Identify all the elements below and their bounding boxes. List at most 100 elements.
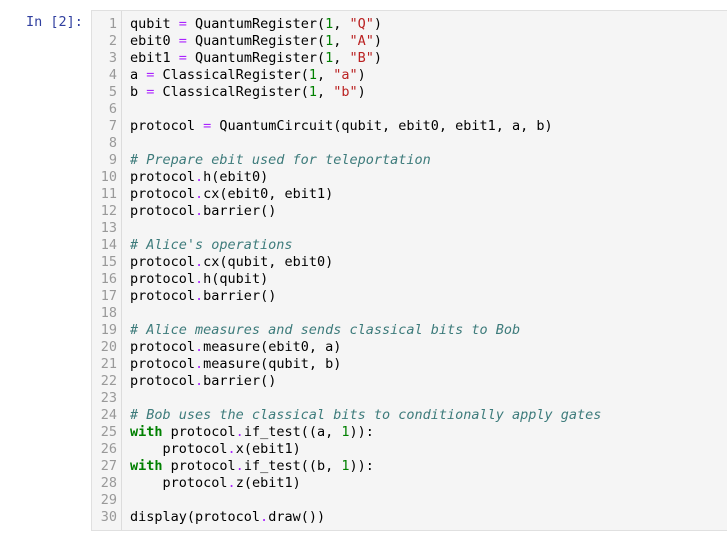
code-text: display(protocol.draw()) [130,509,325,526]
line-number: 8 [108,135,117,151]
code-token: ) [373,50,383,66]
code-token: protocol [130,254,196,270]
line-number: 9 [108,152,117,168]
code-token: # Alice's operations [130,237,293,253]
code-text: # Alice's operations [130,237,293,254]
code-text: a = ClassicalRegister(1, "a") [130,67,366,84]
code-text: protocol.z(ebit1) [130,475,301,492]
code-token: . [195,203,204,219]
code-line: 9# Prepare ebit used for teleportation [92,152,727,169]
code-token: x(ebit1) [235,441,301,457]
code-text: protocol.h(qubit) [130,271,268,288]
code-token: protocol [130,203,196,219]
code-text: # Alice measures and sends classical bit… [130,322,520,339]
code-line: 26 protocol.x(ebit1) [92,441,727,458]
code-token: measure(qubit, b) [203,356,342,372]
code-token: = [146,67,155,83]
code-token: protocol [130,169,196,185]
line-number: 30 [100,509,117,525]
code-token: ) [357,84,366,100]
code-line: 30 display(protocol.draw()) [92,509,727,526]
code-token: ebit1 [130,50,179,66]
code-token: . [195,373,204,389]
code-line: 24# Bob uses the classical bits to condi… [92,407,727,424]
code-token: . [227,475,236,491]
code-token: 1 [325,16,334,32]
code-text: protocol.measure(ebit0, a) [130,339,341,356]
code-token: protocol [130,373,196,389]
code-token: = [178,50,187,66]
code-token: barrier() [203,203,277,219]
code-line: 18 [92,305,727,322]
code-token: z(ebit1) [235,475,301,491]
code-token: 1 [341,424,350,440]
code-token: with [130,458,163,474]
line-number: 28 [100,475,117,491]
code-token: , [333,50,350,66]
code-token: QuantumRegister( [186,50,326,66]
code-text: b = ClassicalRegister(1, "b") [130,84,366,101]
line-number-gutter [92,11,122,530]
code-line: 29 [92,492,727,509]
code-token: , [316,67,334,83]
code-token: protocol [130,118,204,134]
code-token: . [195,288,204,304]
code-text: protocol.x(ebit1) [130,441,301,458]
code-text: protocol.barrier() [130,373,276,390]
code-token: QuantumRegister( [186,16,326,32]
code-token: )): [349,458,374,474]
line-number: 27 [100,458,117,474]
code-token: protocol [130,339,196,355]
code-line: 6 [92,101,727,118]
code-token: , [316,84,334,100]
code-token: . [260,509,269,525]
line-number: 4 [108,67,117,83]
code-token: measure(ebit0, a) [203,339,342,355]
line-number: 1 [108,16,117,32]
line-number: 19 [100,322,117,338]
code-text: with protocol.if_test((a, 1)): [130,424,374,441]
code-token: "b" [333,84,358,100]
code-token: "a" [333,67,358,83]
code-token: . [227,441,236,457]
code-text: protocol.measure(qubit, b) [130,356,341,373]
line-number: 22 [100,373,117,389]
line-number: 21 [100,356,117,372]
code-token: cx(qubit, ebit0) [203,254,334,270]
code-text: protocol.h(ebit0) [130,169,268,186]
code-token: ) [373,33,383,49]
code-token: 1 [308,67,317,83]
code-line: 22 protocol.barrier() [92,373,727,390]
line-number: 25 [100,424,117,440]
code-token: , [333,33,350,49]
code-token: 1 [308,84,317,100]
code-token: protocol [130,441,228,457]
code-token: draw()) [268,509,326,525]
code-token: ) [357,67,366,83]
line-number: 26 [100,441,117,457]
code-token: protocol [162,424,236,440]
code-token: protocol [162,458,236,474]
code-token: protocol [130,288,196,304]
code-token: qubit [130,16,179,32]
code-token: . [195,186,204,202]
code-token: . [195,271,204,287]
code-line: 13 [92,220,727,237]
line-number: 18 [100,305,117,321]
code-token: # Alice measures and sends classical bit… [130,322,521,338]
code-token: with [130,424,163,440]
code-token: ClassicalRegister( [154,67,309,83]
code-text: protocol.cx(ebit0, ebit1) [130,186,333,203]
code-text: protocol.cx(qubit, ebit0) [130,254,333,271]
code-token: barrier() [203,373,277,389]
